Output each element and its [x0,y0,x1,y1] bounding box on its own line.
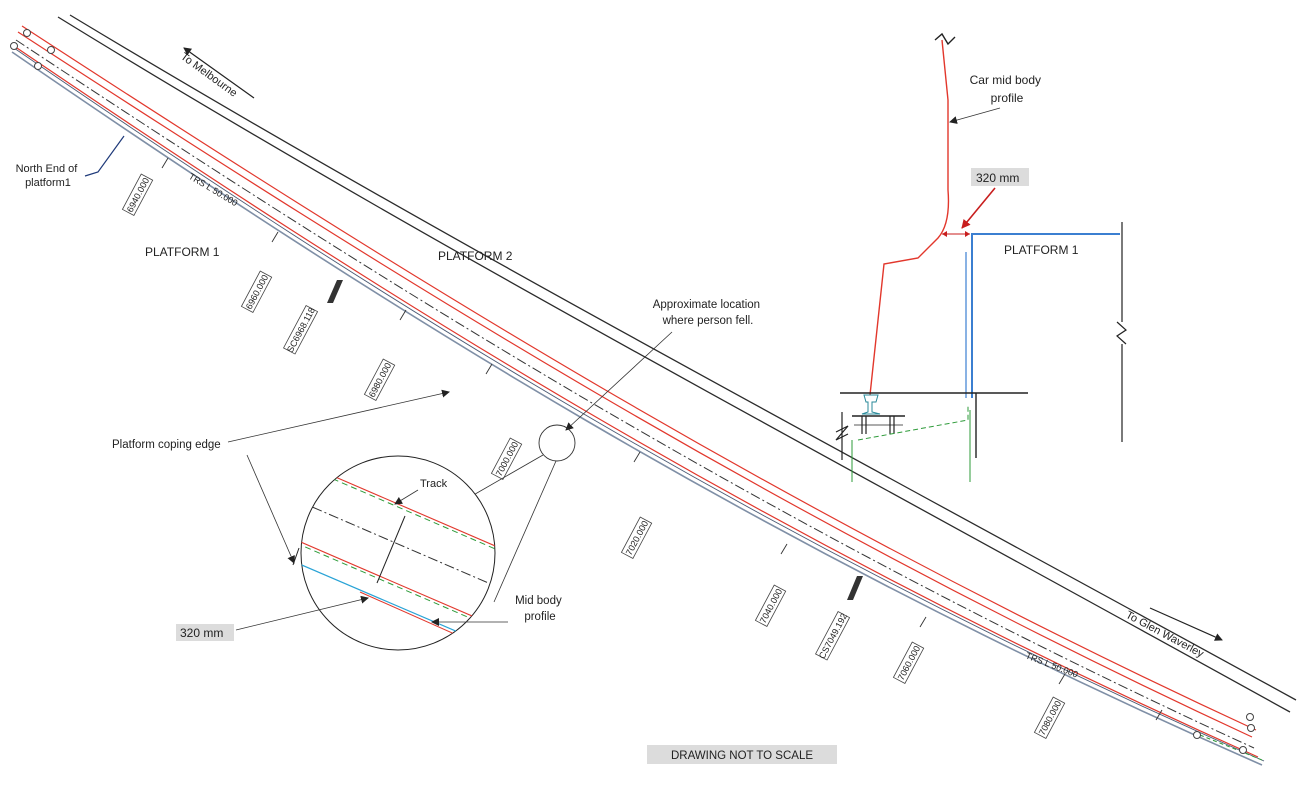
inset-gap-320-label: 320 mm [976,171,1019,185]
south-end-marker-circle [1193,731,1201,739]
inset-gap-arrow [961,187,996,229]
platform2-track-line-b [69,14,1297,701]
inset-platform1-label: PLATFORM 1 [1004,243,1079,257]
platform2-track-line-a [57,16,1291,713]
zoom-connector-line [493,460,557,603]
track-leader [394,489,419,505]
north-end-leader [84,135,125,177]
track-label: Track [420,478,448,490]
car-body-profile-line [869,39,950,396]
platform2-label: PLATFORM 2 [438,249,513,263]
approx-location-leader [565,331,673,431]
rail-lower [13,45,1259,758]
sc-marker-icon [327,280,343,303]
incident-location-circle [538,424,576,462]
mid-body-profile-label: Mid body profile [515,595,565,623]
south-end-marker-circle [1239,746,1247,754]
to-melbourne-arrow [183,47,255,99]
chainage-label: 6980.000 [363,358,396,402]
gap-320-label-box [176,624,234,641]
svg-text:SC6968.118: SC6968.118 [285,306,317,354]
north-end-marker-circle [47,46,55,54]
coping-edge-label: Platform coping edge [112,439,221,451]
chainage-ticks [161,157,1163,721]
coping-edge-leader [227,389,450,443]
chainage-label: CS7049.192 [815,610,851,661]
chainage-label: SC6968.118 [283,304,319,355]
platform-inset-edge [971,233,1120,398]
track-gauge-line [376,515,406,584]
trs-label-1: TRS L 50.000 [187,171,239,208]
coping-edge-line [11,51,1263,766]
car-mid-body-profile-label: Car mid body profile [970,73,1045,105]
track-centreline [15,39,1255,749]
chainage-label: 6940.000 [121,173,154,217]
not-to-scale-label: DRAWING NOT TO SCALE [671,750,813,762]
zoom-connector-line [469,454,544,498]
south-end-marker-circle [1246,713,1254,721]
north-end-marker-circle [23,29,31,37]
rail-upper [17,31,1253,738]
north-end-label: North End of platform1 [16,163,81,189]
chainage-label: 7080.000 [1033,696,1066,740]
chainage-label: 7040.000 [754,584,787,628]
platform1-label: PLATFORM 1 [145,245,220,259]
coping-edge-leader-zoom [246,454,295,564]
gap-320-label: 320 mm [180,626,223,640]
inset-cross-section [835,32,1127,482]
cs-marker-icon [847,576,863,600]
to-glen-waverley-arrow [1149,607,1223,641]
to-glen-waverley-label: To Glen Waverley [1124,609,1206,660]
north-end-marker-circle [34,62,42,70]
inset-gap-320-box [971,168,1029,186]
chainage-label: 7060.000 [892,641,925,685]
rail-top [21,25,1257,731]
north-end-marker-circle [10,42,18,50]
gap-dimension-line [292,547,300,566]
south-end-marker-circle [1247,724,1255,732]
approx-location-label: Approximate location where person fell. [653,299,764,327]
gap-320-leader [235,595,369,631]
chainage-label: 7020.000 [620,516,653,560]
chainage-label: 7000.000 [490,437,523,481]
svg-text:CS7049.192: CS7049.192 [817,612,849,661]
car-mid-body-leader [949,107,1001,124]
to-melbourne-label: To Melbourne [178,51,239,100]
coping-edge-line-inner [13,47,1265,762]
chainage-label: 6960.000 [240,270,273,314]
trs-label-2: TRS L 50.000 [1024,651,1079,680]
zoom-detail-circle [300,455,496,651]
not-to-scale-box [647,745,837,764]
